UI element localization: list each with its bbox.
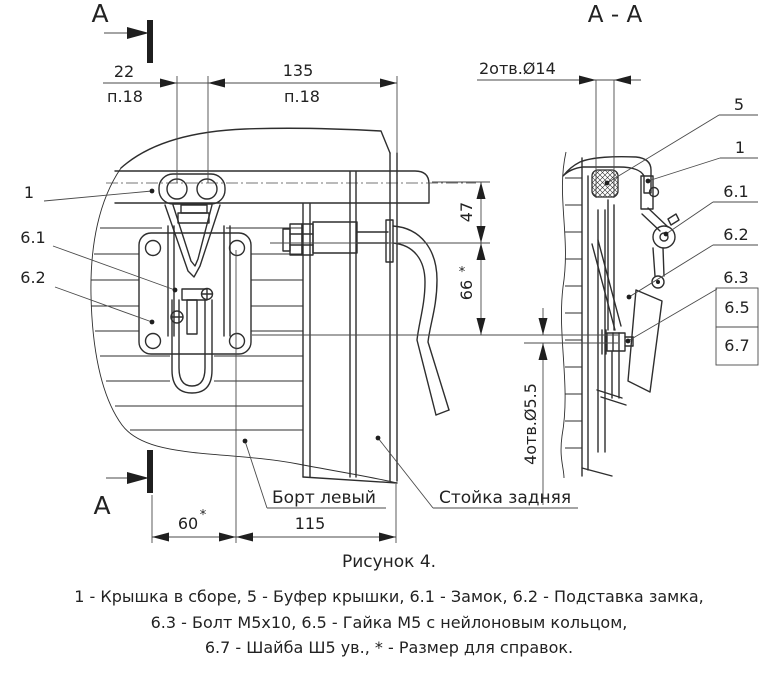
section-cut-marks	[104, 20, 153, 493]
dimension-22-135	[103, 76, 398, 183]
callout-right-6-1: 6.1	[723, 182, 748, 201]
part-label-leaders	[242, 435, 578, 509]
callout-right-6-7: 6.7	[724, 336, 749, 355]
section-arrow-bottom	[127, 472, 149, 484]
dim-135: 135	[283, 61, 314, 80]
section-view-title: A - A	[588, 2, 643, 28]
legend-line-1: 1 - Крышка в сборе, 5 - Буфер крышки, 6.…	[74, 587, 704, 606]
label-board-left: Борт левый	[272, 488, 376, 508]
dim-22: 22	[114, 62, 134, 81]
section-label-bottom: A	[93, 491, 110, 520]
main-view-linework	[90, 127, 476, 484]
callout-left-6-1: 6.1	[20, 228, 45, 247]
callout-right-5: 5	[734, 95, 744, 114]
dim-115: 115	[295, 514, 326, 533]
dim-4otv55: 4отв.Ø5.5	[521, 383, 540, 465]
legend-line-3: 6.7 - Шайба Ш5 ув., * - Размер для справ…	[205, 638, 573, 657]
dim-66: 66	[457, 280, 476, 300]
callout-left-1: 1	[24, 183, 34, 202]
dimension-60-115	[151, 250, 397, 543]
section-arrow-top	[127, 27, 149, 39]
section-label-top: A	[91, 0, 108, 28]
dim-2otv14: 2отв.Ø14	[479, 59, 556, 78]
dim-60-ref-star: *	[200, 508, 207, 523]
section-bar-bottom	[147, 450, 153, 493]
callout-right-6-3: 6.3	[723, 268, 748, 287]
section-bar-top	[147, 20, 153, 63]
callout-right-6-2: 6.2	[723, 225, 748, 244]
board-plank-ticks	[565, 177, 582, 449]
dimension-47-66	[252, 181, 618, 344]
dim-47: 47	[457, 202, 476, 222]
section-view-linework	[560, 151, 680, 479]
dim-note-p18-right: п.18	[284, 87, 320, 106]
callout-leaders-right	[604, 114, 759, 366]
dim-note-p18-left: п.18	[107, 87, 143, 106]
callout-right-6-5: 6.5	[724, 298, 749, 317]
dim-60: 60	[178, 514, 198, 533]
dimension-4otv55	[538, 308, 548, 505]
figure-caption: Рисунок 4.	[342, 552, 436, 572]
callout-leaders-left	[43, 188, 178, 325]
legend-line-2: 6.3 - Болт М5х10, 6.5 - Гайка М5 с нейло…	[151, 613, 628, 632]
callout-left-6-2: 6.2	[20, 268, 45, 287]
callout-right-1: 1	[735, 138, 745, 157]
dim-66-ref-star: *	[459, 265, 466, 280]
label-rear-post: Стойка задняя	[439, 488, 571, 508]
